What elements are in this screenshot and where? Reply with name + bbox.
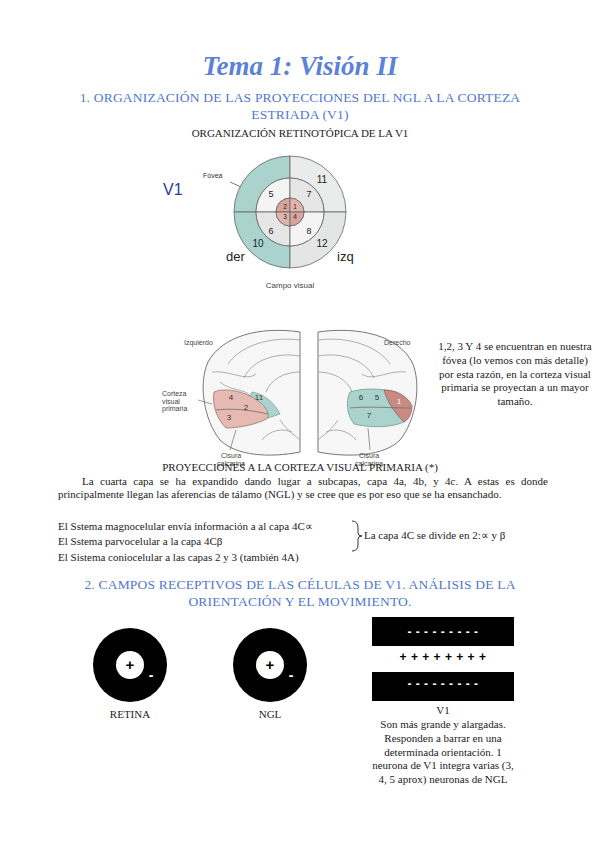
callout-number: 2: [239, 403, 253, 413]
callout-number: 11: [252, 393, 266, 403]
heading: 2. CAMPOS RECEPTIVOS DE LAS CÉLULAS DE V…: [45, 577, 555, 611]
callout-number: 3: [222, 413, 236, 423]
bracket: [352, 521, 362, 551]
surround-sign: -: [284, 667, 298, 684]
page-title: Tema 1: Visión II: [60, 50, 540, 82]
callout-label: Corteza visual primaria: [162, 390, 200, 413]
on-region: [372, 646, 514, 672]
hemisphere-label: Derecho: [384, 339, 429, 347]
side-label: izq: [337, 249, 367, 265]
center-sign: +: [262, 656, 278, 674]
right-hemisphere: [318, 330, 417, 455]
text-line: El Sstema parvocelular a la capa 4Cβ: [58, 535, 348, 548]
receptive-field-circle: +-: [232, 627, 308, 703]
left-hemisphere: [198, 330, 300, 455]
side-note: 1,2, 3 Y 4 se encuentran en nuestra fóve…: [438, 340, 592, 409]
surround: [93, 628, 167, 702]
field-number: 5: [261, 189, 281, 200]
off-signs: - - - - - - - - -: [372, 625, 514, 639]
field-number: 11: [312, 174, 332, 186]
receptive-field-bar: - - - - - - - - - + + + + + + + + - - - - …: [372, 617, 514, 701]
field-number: 10: [248, 238, 268, 250]
field-number: 8: [299, 226, 319, 237]
surround: [233, 628, 307, 702]
receptive-field-circle: +-: [92, 627, 168, 703]
text-line: El Sstema magnocelular envía información…: [58, 520, 348, 533]
callout-number: 4: [224, 393, 238, 403]
figure-label: V1: [398, 704, 488, 717]
center: [256, 651, 284, 679]
field-number: 12: [312, 238, 332, 250]
bracket-note: La capa 4C se divide en 2:∝ y β: [364, 529, 564, 542]
field-sector: [290, 212, 304, 226]
field-sector: [290, 156, 346, 212]
callout-number: 7: [362, 411, 376, 421]
field-number: 1: [285, 203, 305, 211]
label: V1: [163, 180, 193, 199]
text-line: El Sistema coniocelular a las capas 2 y …: [58, 551, 358, 564]
off-signs: - - - - - - - - -: [372, 677, 514, 691]
field-number: 6: [261, 226, 281, 237]
surround-sign: -: [144, 667, 158, 684]
field-number: 2: [275, 203, 295, 211]
center-sign: +: [122, 656, 138, 674]
callout-label: Fóvea: [203, 172, 243, 180]
figure-label: RETINA: [85, 708, 175, 721]
figure-label: NGL: [225, 708, 315, 721]
field-sector: [276, 212, 290, 226]
on-signs: + + + + + + + +: [372, 650, 514, 664]
field-sector: [234, 156, 290, 212]
off-region: [372, 617, 514, 701]
node-shape: [233, 155, 347, 269]
field-sector: [290, 212, 346, 268]
description: Son más grande y alargadas. Responden a …: [368, 718, 518, 787]
callout-number: 6: [354, 393, 368, 403]
paragraph: La cuarta capa se ha expandido dando lug…: [58, 475, 548, 502]
visual-field-circle: 11 5 721 43 6 8 10 12: [233, 155, 347, 269]
field-number: 7: [299, 189, 319, 200]
field-number: 4: [285, 213, 305, 221]
field-sector: [234, 212, 290, 268]
field-sector: [290, 198, 304, 212]
heading: 1. ORGANIZACIÓN DE LAS PROYECCIONES DEL …: [60, 90, 540, 124]
callout-number: 5: [370, 393, 384, 403]
callout-number: 1: [392, 397, 406, 407]
field-number: 3: [275, 213, 295, 221]
center: [116, 651, 144, 679]
field-sector: [276, 198, 290, 212]
caption-label: Campo visual: [250, 281, 330, 291]
hemisphere-label: Izquierdo: [184, 339, 234, 347]
subheading: PROYECCIONES A LA CORTEZA VISUAL PRIMARI…: [130, 461, 470, 474]
subheading: ORGANIZACIÓN RETINOTÓPICA DE LA V1: [150, 127, 450, 140]
